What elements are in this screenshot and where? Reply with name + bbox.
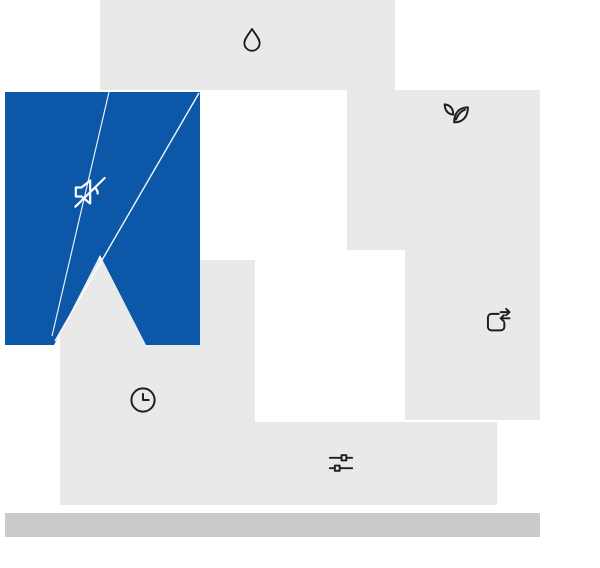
tile-transfer[interactable] <box>405 250 540 420</box>
tile-water[interactable] <box>100 0 395 90</box>
sliders-icon <box>325 447 357 479</box>
tile-settings[interactable] <box>200 422 497 505</box>
bottom-bar <box>5 513 540 537</box>
speaker-muted-icon <box>70 172 110 212</box>
clock-icon <box>127 384 159 416</box>
leaf-icon <box>438 95 472 129</box>
transfer-arrows-icon <box>480 305 514 339</box>
tile-eco[interactable] <box>347 90 540 250</box>
tile-mute-ribbon[interactable] <box>5 92 200 345</box>
ribbon-shape <box>5 92 200 345</box>
water-drop-icon <box>237 23 267 57</box>
